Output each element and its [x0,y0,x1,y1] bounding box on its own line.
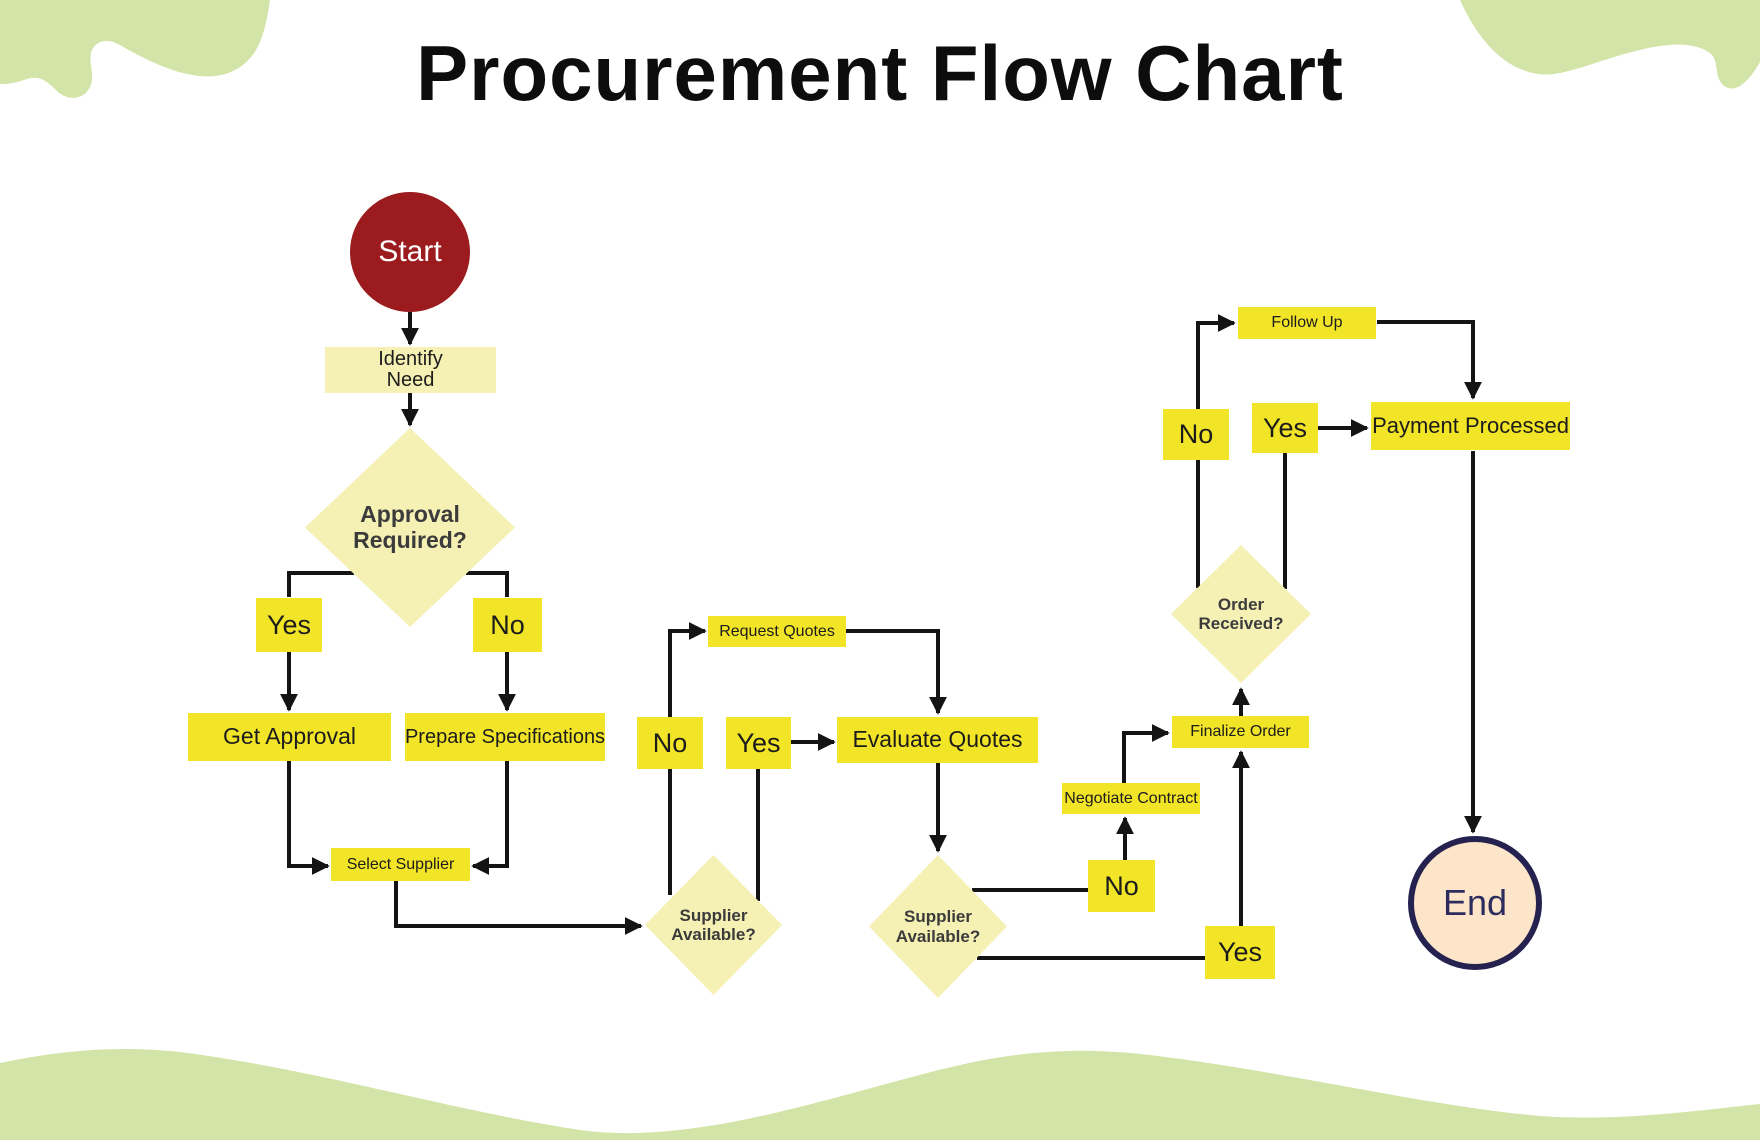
payment-processed-node: Payment Processed [1371,402,1570,450]
edge-approval-no [466,571,509,597]
approval-yes-label: Yes [256,598,322,652]
page-title: Procurement Flow Chart [416,29,1344,117]
supplier1-yes-text: Yes [736,727,781,758]
supplier1-yes-label: Yes [726,717,791,769]
top-right-green-blob [1460,0,1760,89]
edge-followup-payment [1377,320,1482,400]
supplier2-no-label: No [1088,860,1155,912]
supplier-available-1-line1: Supplier [679,905,748,925]
finalize-order-text: Finalize Order [1190,723,1291,741]
edge-supplier1-no-requestquotes [668,622,707,895]
order-received-line1: Order [1217,594,1265,614]
payment-processed-text: Payment Processed [1372,412,1569,438]
supplier2-yes-label: Yes [1205,926,1275,979]
identify-need-node: Identify Need [325,347,496,393]
evaluate-quotes-node: Evaluate Quotes [837,717,1038,763]
supplier2-yes-text: Yes [1217,937,1263,968]
supplier-available-1-line2: Available? [671,925,756,944]
order-yes-label: Yes [1252,403,1318,453]
end-label: End [1442,881,1508,923]
get-approval-text: Get Approval [223,723,356,750]
request-quotes-text: Request Quotes [719,622,835,640]
edge-approval-yes [287,571,354,597]
negotiate-contract-text: Negotiate Contract [1064,789,1198,807]
follow-up-node: Follow Up [1238,307,1376,339]
edge-selectsupplier-supplier1 [394,881,643,935]
order-yes-text: Yes [1262,412,1308,443]
order-no-label: No [1163,409,1229,460]
evaluate-quotes-text: Evaluate Quotes [852,726,1023,753]
edge-negotiate-finalize [1122,724,1170,783]
end-node: End [1408,836,1542,970]
start-node: Start [350,192,470,312]
select-supplier-text: Select Supplier [346,855,455,873]
edge-preparespecs-selectsupplier [471,761,509,875]
prepare-specifications-text: Prepare Specifications [404,725,606,748]
supplier-available-2-line2: Available? [895,926,981,946]
prepare-specifications-node: Prepare Specifications [405,713,605,761]
follow-up-text: Follow Up [1271,314,1343,332]
edge-requestquotes-evaluatequotes [846,629,947,715]
order-no-text: No [1178,419,1214,450]
edge-getapproval-selectsupplier [287,761,330,875]
identify-need-line2: Need [386,369,435,391]
bottom-green-wave [0,1048,1760,1140]
edge-order-no-followup [1196,314,1236,588]
identify-need-line1: Identify [378,348,443,370]
supplier1-no-text: No [652,727,688,758]
request-quotes-node: Request Quotes [708,616,846,647]
approval-required-line2: Required? [353,526,467,553]
get-approval-node: Get Approval [188,713,391,761]
finalize-order-node: Finalize Order [1172,716,1309,748]
order-received-line2: Received? [1198,614,1284,633]
supplier2-no-text: No [1104,870,1139,901]
approval-yes-text: Yes [266,609,312,640]
negotiate-contract-node: Negotiate Contract [1062,783,1200,814]
supplier-available-2-line1: Supplier [903,907,972,927]
approval-required-line1: Approval [360,500,460,527]
top-left-green-blob [0,0,270,98]
select-supplier-node: Select Supplier [331,848,470,881]
approval-no-label: No [473,598,542,652]
start-label: Start [378,235,442,269]
approval-no-text: No [490,609,525,640]
supplier1-no-label: No [637,717,703,769]
